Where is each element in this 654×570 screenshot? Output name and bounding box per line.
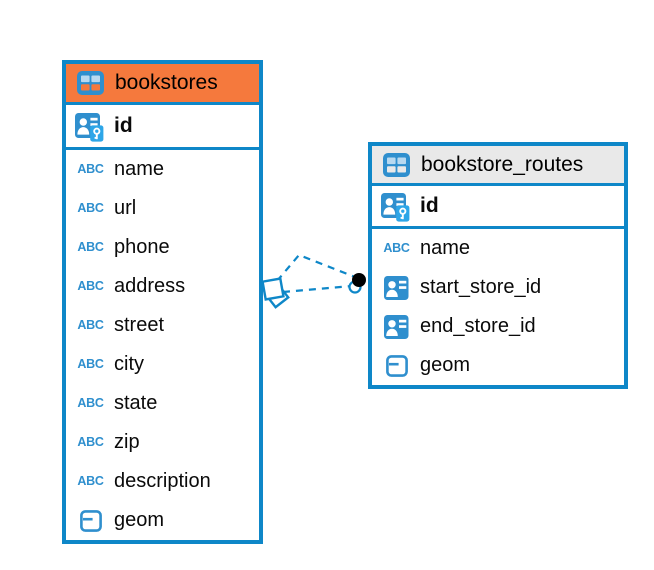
column-name: name	[114, 158, 165, 180]
column-row-id[interactable]: id	[372, 186, 624, 229]
table-bookstore-routes[interactable]: bookstore_routes id ABC name start_store…	[368, 142, 628, 389]
column-row-name[interactable]: ABC name	[372, 229, 624, 268]
column-row-zip[interactable]: ABC zip	[66, 423, 259, 462]
table-title: bookstore_routes	[421, 152, 584, 176]
text-abc-icon: ABC	[77, 240, 104, 255]
table-title: bookstores	[115, 71, 218, 94]
table-bookstores-header[interactable]: bookstores	[66, 64, 259, 105]
text-abc-icon: ABC	[77, 357, 104, 372]
table-bookstore-routes-header[interactable]: bookstore_routes	[372, 146, 624, 186]
column-row-geom[interactable]: geom	[66, 501, 259, 540]
text-abc-icon: ABC	[77, 279, 104, 294]
column-name: state	[114, 392, 158, 414]
text-abc-icon: ABC	[77, 162, 104, 177]
column-name: address	[114, 275, 186, 297]
column-name: end_store_id	[420, 315, 536, 337]
column-row-id[interactable]: id	[66, 105, 259, 150]
column-row-address[interactable]: ABC address	[66, 267, 259, 306]
relation-stacked-squares-marker[interactable]	[261, 277, 290, 309]
column-name: id	[420, 194, 439, 217]
text-abc-icon: ABC	[77, 474, 104, 489]
column-name: name	[420, 237, 471, 259]
text-abc-icon: ABC	[383, 241, 410, 256]
column-name: phone	[114, 236, 170, 258]
column-row-geom[interactable]: geom	[372, 346, 624, 385]
column-name: start_store_id	[420, 276, 542, 298]
column-name: url	[114, 197, 137, 219]
column-row-street[interactable]: ABC street	[66, 306, 259, 345]
text-abc-icon: ABC	[77, 318, 104, 333]
column-name: description	[114, 470, 211, 492]
column-name: city	[114, 353, 144, 375]
text-abc-icon: ABC	[77, 435, 104, 450]
relation-dashed-line[interactable]	[282, 284, 353, 294]
column-name: geom	[114, 509, 165, 531]
column-row-phone[interactable]: ABC phone	[66, 228, 259, 267]
relation-dashed-line[interactable]	[276, 253, 356, 282]
column-name: zip	[114, 431, 140, 453]
column-row-description[interactable]: ABC description	[66, 462, 259, 501]
column-row-end-store-id[interactable]: end_store_id	[372, 307, 624, 346]
text-abc-icon: ABC	[77, 396, 104, 411]
table-bookstores[interactable]: bookstores id ABC name ABC url ABC phone…	[62, 60, 263, 544]
column-row-city[interactable]: ABC city	[66, 345, 259, 384]
column-row-name[interactable]: ABC name	[66, 150, 259, 189]
column-row-url[interactable]: ABC url	[66, 189, 259, 228]
relation-black-dot-marker[interactable]	[348, 273, 367, 294]
column-name: id	[114, 114, 133, 137]
column-name: street	[114, 314, 165, 336]
column-row-state[interactable]: ABC state	[66, 384, 259, 423]
column-name: geom	[420, 354, 471, 376]
text-abc-icon: ABC	[77, 201, 104, 216]
column-row-start-store-id[interactable]: start_store_id	[372, 268, 624, 307]
